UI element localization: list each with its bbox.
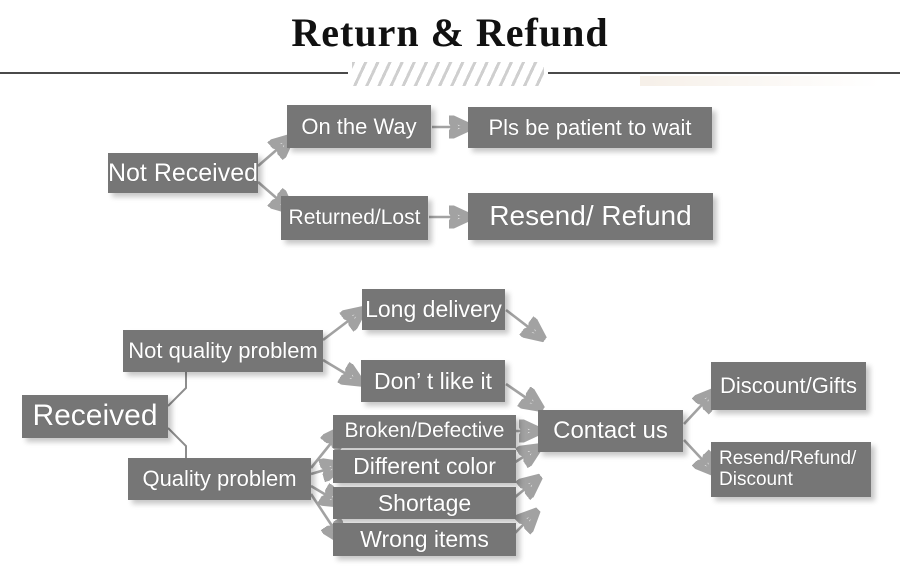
node-shortage[interactable]: Shortage xyxy=(333,487,516,519)
node-label: Wrong items xyxy=(360,526,489,553)
node-label: Long delivery xyxy=(365,296,502,323)
node-label: Broken/Defective xyxy=(344,419,505,443)
node-on-the-way[interactable]: On the Way xyxy=(287,105,431,148)
node-label: On the Way xyxy=(301,113,417,139)
node-contact-us[interactable]: Contact us xyxy=(538,410,683,452)
node-quality-problem[interactable]: Quality problem xyxy=(128,458,311,500)
node-different-color[interactable]: Different color xyxy=(333,450,516,483)
divider-rule-right xyxy=(548,72,900,74)
header-divider xyxy=(0,62,900,86)
node-label: Resend/ Refund xyxy=(489,200,692,232)
node-label-line-2: Discount xyxy=(719,468,793,490)
node-label-line-1: Resend/Refund/ xyxy=(719,447,857,469)
node-resend-refund-discount[interactable]: Resend/Refund/ Discount xyxy=(711,442,871,497)
page-title: Return & Refund xyxy=(291,10,609,55)
node-label: Discount/Gifts xyxy=(720,373,857,399)
node-not-received[interactable]: Not Received xyxy=(108,153,258,193)
node-label: Received xyxy=(32,399,158,433)
node-returned-lost[interactable]: Returned/Lost xyxy=(281,196,428,240)
node-pls-be-patient-to-wait[interactable]: Pls be patient to wait xyxy=(468,107,712,148)
node-label: Not Received xyxy=(107,158,259,187)
divider-fade xyxy=(640,76,880,86)
node-broken-defective[interactable]: Broken/Defective xyxy=(333,415,516,448)
node-resend-refund[interactable]: Resend/ Refund xyxy=(468,193,713,240)
node-label: Quality problem xyxy=(142,466,297,492)
node-label: Pls be patient to wait xyxy=(488,114,692,140)
node-dont-like-it[interactable]: Don’ t like it xyxy=(361,360,505,402)
hatched-divider-icon xyxy=(352,62,544,86)
node-label: Not quality problem xyxy=(128,338,318,364)
node-label: Returned/Lost xyxy=(288,205,421,229)
node-label: Don’ t like it xyxy=(373,367,493,394)
node-not-quality-problem[interactable]: Not quality problem xyxy=(123,330,323,372)
node-received[interactable]: Received xyxy=(22,395,168,438)
node-label: Different color xyxy=(353,453,496,480)
node-long-delivery[interactable]: Long delivery xyxy=(362,289,505,330)
node-label: Shortage xyxy=(377,489,472,516)
node-wrong-items[interactable]: Wrong items xyxy=(333,523,516,556)
node-label: Contact us xyxy=(553,417,668,445)
divider-rule-left xyxy=(0,72,348,74)
node-discount-gifts[interactable]: Discount/Gifts xyxy=(711,362,866,410)
